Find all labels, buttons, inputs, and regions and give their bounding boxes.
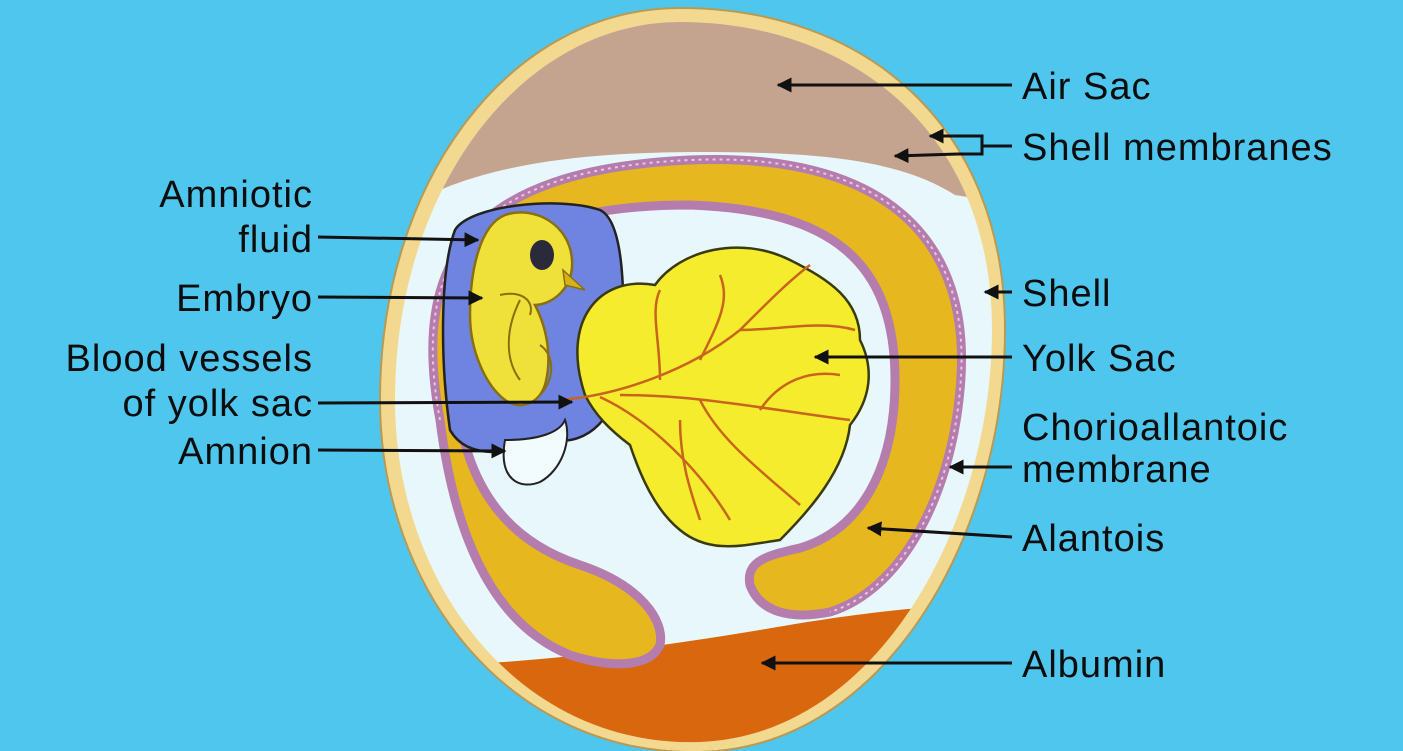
label-shell: Shell bbox=[1022, 273, 1112, 315]
leader-embryo bbox=[318, 297, 482, 298]
label-amniotic-line1: Amniotic bbox=[159, 174, 313, 216]
leader-shell-membranes-b bbox=[895, 154, 958, 156]
label-air-sac: Air Sac bbox=[1022, 66, 1151, 108]
label-shell-membranes: Shell membranes bbox=[1022, 127, 1333, 169]
label-embryo: Embryo bbox=[176, 278, 313, 320]
label-alantois: Alantois bbox=[1022, 518, 1165, 560]
label-yolk-sac: Yolk Sac bbox=[1022, 338, 1176, 380]
leader-amnion bbox=[318, 450, 505, 451]
label-albumin: Albumin bbox=[1022, 644, 1166, 686]
label-amniotic-line2: fluid bbox=[238, 219, 313, 261]
label-chorioallantoic-line2: membrane bbox=[1022, 449, 1212, 491]
leader-shell-membranes-bracket bbox=[958, 136, 982, 154]
leader-blood-vessels bbox=[318, 402, 572, 403]
label-chorioallantoic-line1: Chorioallantoic bbox=[1022, 407, 1288, 449]
label-blood-vessels-line1: Blood vessels bbox=[66, 338, 313, 380]
label-blood-vessels-line2: of yolk sac bbox=[122, 383, 313, 425]
label-amnion: Amnion bbox=[178, 431, 313, 473]
